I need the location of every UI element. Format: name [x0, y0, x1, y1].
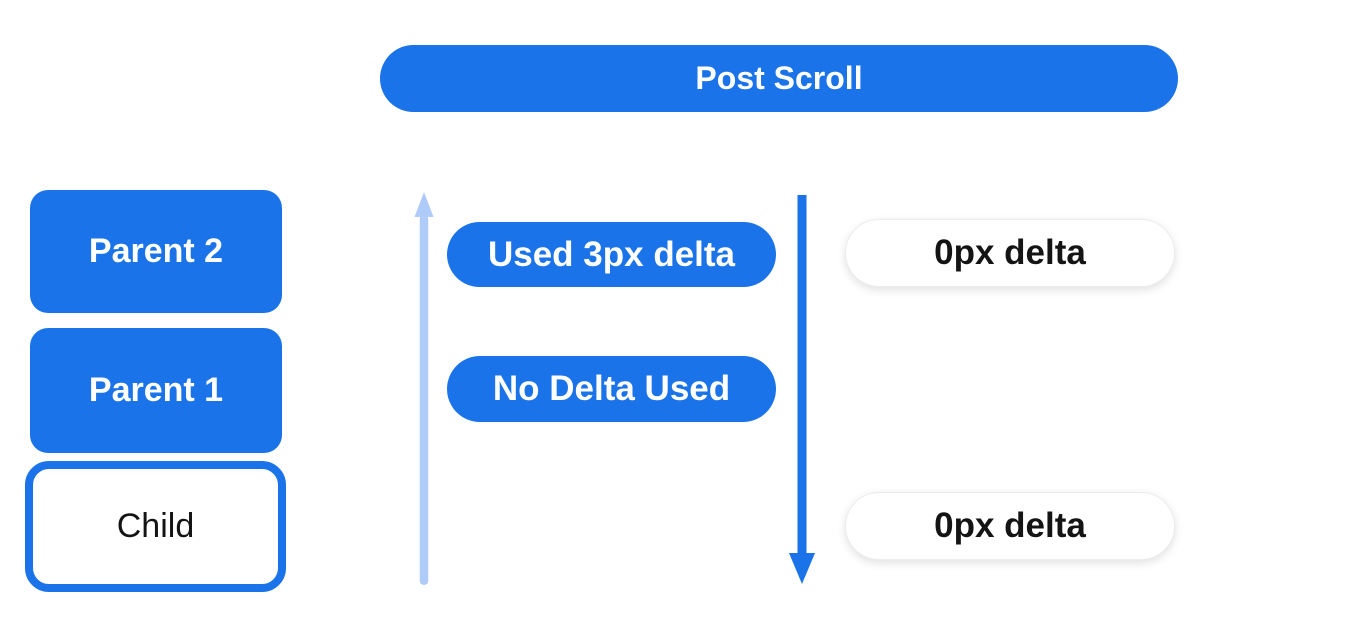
no-delta-used-pill: No Delta Used	[447, 356, 776, 422]
parent-2-label: Parent 2	[88, 232, 224, 270]
parent-1-label: Parent 1	[88, 371, 224, 409]
post-scroll-header-pill: Post Scroll	[380, 45, 1178, 112]
child-label: Child	[116, 507, 195, 545]
zero-delta-bottom-label: 0px delta	[934, 506, 1086, 545]
parent-2-box: Parent 2	[30, 190, 282, 313]
used-delta-label: Used 3px delta	[487, 234, 736, 274]
post-scroll-label: Post Scroll	[695, 60, 863, 96]
used-delta-pill: Used 3px delta	[447, 222, 776, 287]
zero-delta-pill-top: 0px delta	[845, 219, 1175, 287]
zero-delta-pill-bottom: 0px delta	[845, 492, 1175, 560]
up-arrow-icon	[414, 192, 434, 585]
child-box: Child	[25, 461, 286, 592]
no-delta-used-label: No Delta Used	[492, 369, 731, 408]
zero-delta-top-label: 0px delta	[934, 233, 1086, 272]
down-arrow-icon	[789, 195, 815, 584]
parent-1-box: Parent 1	[30, 328, 282, 453]
